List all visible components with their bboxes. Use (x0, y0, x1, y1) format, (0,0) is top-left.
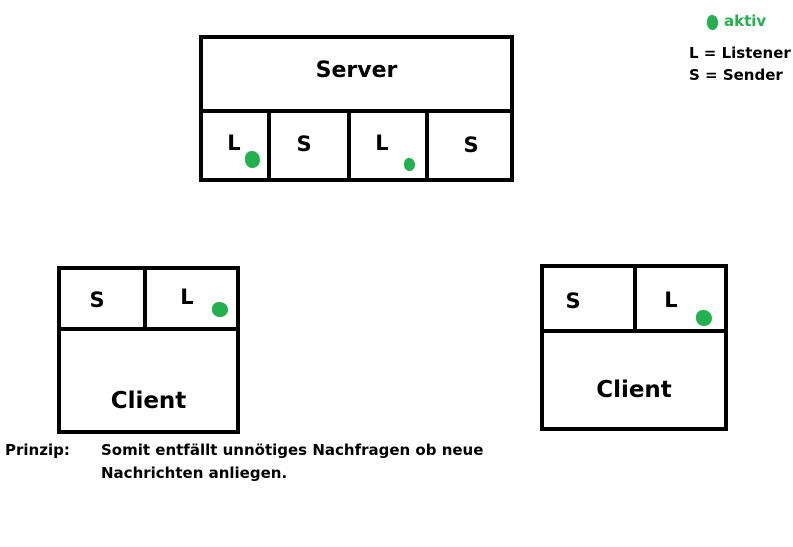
client-right-slot-listener: L (664, 288, 678, 312)
client-left-slot-sender: S (89, 288, 105, 312)
server-slot-sender: S (296, 132, 312, 156)
principle-text-line-1: Somit entfällt unnötiges Nachfragen ob n… (101, 441, 484, 459)
client-left-slot-divider (143, 266, 147, 331)
server-title: Server (315, 58, 398, 83)
server-slot-listener: L (375, 131, 389, 155)
server-listener-active-icon (245, 151, 260, 168)
server-slot-divider (347, 109, 351, 182)
client-right-listener-active-icon (696, 310, 712, 326)
server-slot-divider (425, 109, 429, 182)
server-listener-active-icon (404, 158, 415, 171)
client-left-box (57, 266, 240, 434)
client-right-slot-divider (633, 264, 637, 333)
client-left-title: Client (110, 388, 187, 414)
client-right-slot-sender: S (565, 289, 581, 313)
server-slot-sender: S (463, 133, 479, 157)
legend-active-label: aktiv (724, 12, 767, 30)
principle-label: Prinzip: (5, 441, 70, 459)
legend-sender-definition: S = Sender (689, 66, 783, 84)
server-slot-listener: L (227, 131, 241, 155)
client-left-listener-active-icon (212, 302, 228, 317)
legend-listener-definition: L = Listener (689, 44, 791, 62)
client-left-divider (57, 327, 240, 331)
client-left-slot-listener: L (180, 285, 194, 309)
legend-active-icon (707, 15, 718, 30)
client-right-title: Client (596, 377, 672, 403)
server-slot-divider (267, 109, 271, 182)
principle-text-line-2: Nachrichten anliegen. (101, 464, 288, 482)
server-divider (199, 109, 514, 113)
